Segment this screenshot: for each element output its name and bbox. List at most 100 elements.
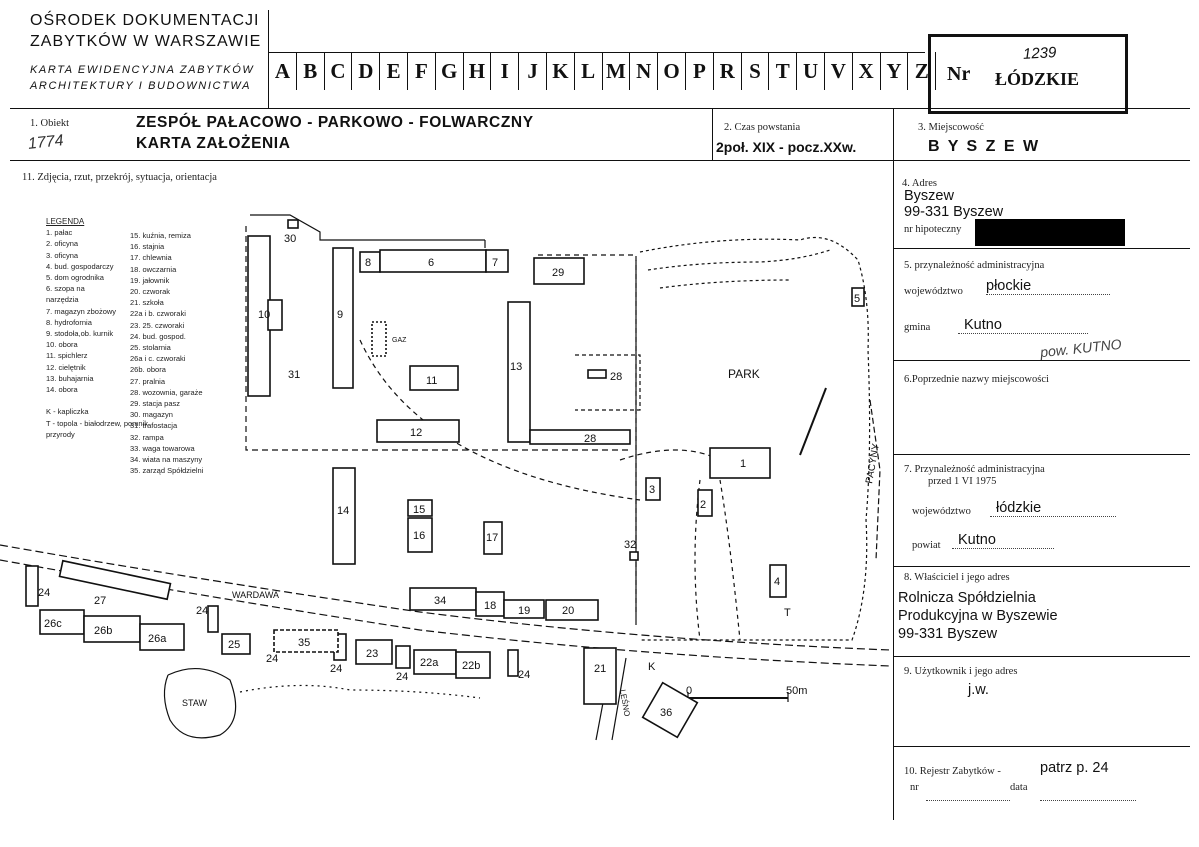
- legend-item: K - kapliczka: [46, 407, 89, 417]
- letter-t: T: [768, 52, 796, 90]
- header-divider-h: [10, 108, 1190, 109]
- wlasc-line2: Produkcyjna w Byszewie: [898, 608, 1058, 624]
- map-lbl-5: 5: [854, 293, 860, 305]
- legend-item: 33. waga towarowa: [130, 443, 195, 453]
- legend-item: 17. chlewnia: [130, 253, 172, 263]
- letter-v: V: [823, 52, 852, 90]
- adres-line1: Byszew: [904, 188, 954, 204]
- map-lbl-23: 23: [366, 648, 378, 660]
- przyn-label: 5. przynależność administracyjna: [904, 260, 1045, 271]
- row1-divider-a: [712, 108, 713, 160]
- building-13: [507, 301, 531, 443]
- map-lbl-27: 27: [94, 595, 106, 607]
- building-23: [355, 639, 393, 665]
- map-lbl-31: 30: [284, 233, 296, 245]
- legend-item: 15. kuźnia, remiza: [130, 231, 191, 240]
- building-29: [587, 369, 607, 379]
- org-line1: OŚRODEK DOKUMENTACJI: [30, 12, 260, 29]
- letter-n: N: [629, 52, 657, 90]
- building-26c: [39, 609, 85, 635]
- building-28: [529, 429, 631, 445]
- building-1: [709, 447, 771, 479]
- letter-a: A: [268, 52, 296, 90]
- legend-item: 27. pralnia: [130, 376, 166, 386]
- map-labels: 10 9 8 6 7 29 30 31 13 28 28 11 12 14 15…: [38, 233, 882, 719]
- letter-f: F: [406, 52, 435, 90]
- map-lbl-19: 19: [518, 605, 530, 617]
- letter-y: Y: [879, 52, 908, 90]
- legend-item: 9. stodoła,ob. kurnik: [46, 329, 114, 339]
- map-lbl-35: 35: [298, 637, 310, 649]
- map-lbl-24-e: 24: [396, 671, 408, 683]
- building-14: [332, 467, 356, 565]
- building-7: [485, 249, 509, 273]
- rejestr-nr-field: [926, 790, 1010, 801]
- object-subtitle: KARTA ZAŁOŻENIA: [136, 135, 291, 152]
- map-lbl-1: 1: [740, 458, 746, 470]
- right-divider-5: [893, 656, 1190, 657]
- building-15: [407, 499, 433, 517]
- map-lbl-34: 34: [434, 595, 446, 607]
- legend-item: 20. czworak: [130, 287, 171, 297]
- building-19: [503, 599, 545, 619]
- map-lbl-26b: 26b: [94, 625, 112, 637]
- right-column-divider: [893, 108, 894, 820]
- map-lbl-11: 11: [426, 375, 437, 387]
- building-25: [221, 633, 251, 655]
- building-24a: [395, 645, 411, 669]
- legend-item: 25. stolarnia: [130, 343, 171, 353]
- legend-item: 8. hydrofornia: [46, 317, 92, 327]
- legend-item: T - topola - białodrzew, pomnik: [46, 418, 148, 428]
- rejestr-value: patrz p. 24: [1040, 760, 1109, 776]
- building-35: [273, 629, 339, 653]
- legend-item: 29. stacja pasz: [130, 399, 181, 409]
- legend-item: 16. stajnia: [130, 242, 165, 252]
- card-line1: KARTA EWIDENCYJNA ZABYTKÓW: [30, 64, 255, 76]
- legend-item: narzędzia: [46, 295, 79, 305]
- map-lbl-7: 7: [492, 257, 498, 269]
- przyn75-sub: przed 1 VI 1975: [928, 476, 997, 487]
- map-lbl-wardawa: WARDAWA: [232, 590, 279, 600]
- map-lbl-lesno: LEŚNO: [618, 689, 632, 717]
- right-divider-1: [893, 248, 1190, 249]
- legend-title: LEGENDA: [46, 217, 85, 226]
- letter-j: J: [518, 52, 546, 90]
- legend-item: 2. oficyna: [46, 239, 79, 249]
- pow-handwritten: pow. KUTNO: [1039, 335, 1123, 361]
- legend-item: 14. obora: [46, 385, 78, 395]
- gmina-value: Kutno: [958, 317, 1088, 334]
- letter-d: D: [351, 52, 379, 90]
- map-lbl-k: K: [648, 661, 656, 673]
- legend-item: 13. buhajarnia: [46, 373, 94, 383]
- map-lbl-24-a: 24: [38, 587, 50, 599]
- legend-item: 12. cielętnik: [46, 362, 86, 372]
- building-9: [332, 247, 354, 389]
- woj75-value: łódzkie: [990, 500, 1116, 517]
- miejsc-label: 3. Miejscowość: [918, 122, 984, 133]
- legend-item: 11. spichlerz: [46, 351, 88, 361]
- obiekt-label: 1. Obiekt: [30, 118, 70, 129]
- letter-g: G: [434, 52, 463, 90]
- park-boundary: [639, 236, 871, 641]
- object-title: ZESPÓŁ PAŁACOWO - PARKOWO - FOLWARCZNY: [136, 114, 534, 131]
- right-divider-2: [893, 360, 1190, 361]
- map-lbl-15: 15: [413, 504, 425, 516]
- powiat-label: powiat: [912, 540, 941, 551]
- legend-item: 32. rampa: [130, 432, 164, 442]
- legend-item: 5. dom ogrodnika: [46, 273, 104, 283]
- przyn75-label: 7. Przynależność administracyjna: [904, 464, 1045, 475]
- legend-item: 26a i c. czworaki: [130, 354, 186, 364]
- map-lbl-scale0: 0: [686, 685, 692, 697]
- legend-item: 19. jałownik: [130, 275, 170, 285]
- map-lbl-25: 25: [228, 639, 240, 651]
- building-26a: [139, 623, 185, 651]
- czas-value: 2poł. XIX - pocz.XXw.: [716, 139, 857, 155]
- legend-item: 24. bud. gospod.: [130, 331, 186, 341]
- gmina-label: gmina: [904, 322, 931, 333]
- map-lbl-4: 4: [774, 576, 780, 588]
- building-2: [697, 489, 713, 517]
- nr-label: Nr: [947, 63, 971, 85]
- legend-item: 6. szopa na: [46, 284, 85, 294]
- legend-item: 26b. obora: [130, 365, 166, 375]
